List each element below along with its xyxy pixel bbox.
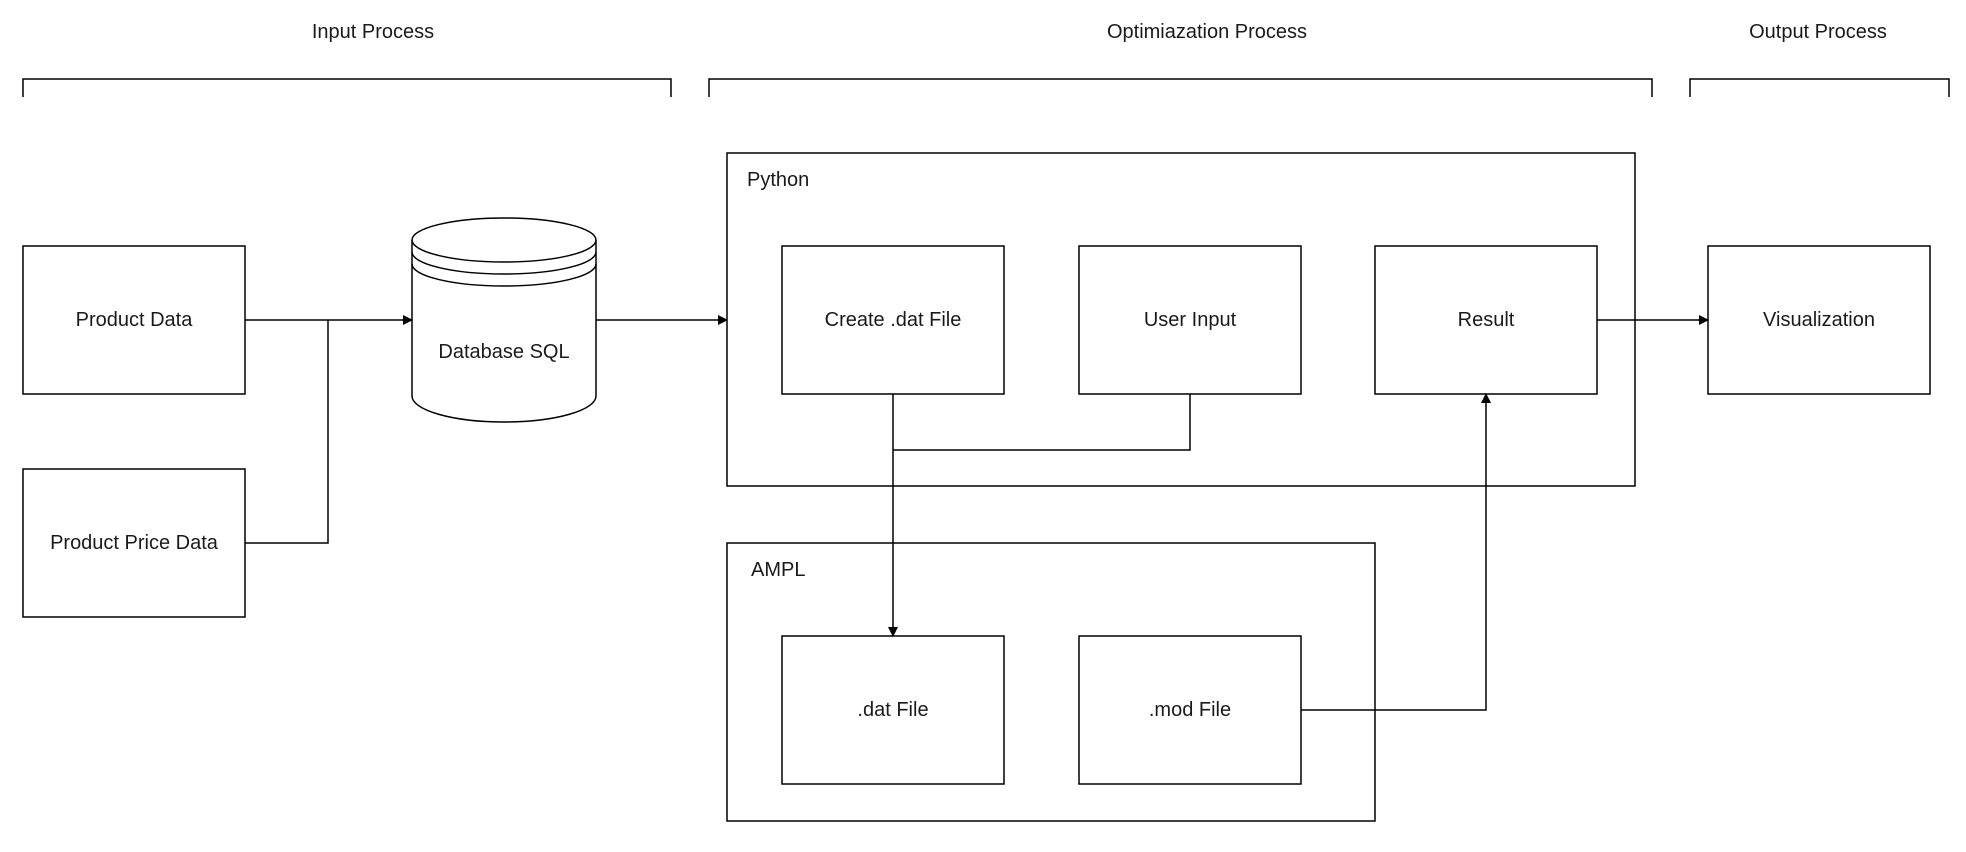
product-data-label: Product Data [76, 309, 194, 331]
connector-user-input-join [893, 394, 1191, 451]
ampl-container-label: AMPL [751, 559, 805, 581]
mod-file-box [1078, 635, 1302, 785]
dat-file-box [781, 635, 1005, 785]
section-label-output: Output Process [1749, 21, 1887, 43]
visualization-box [1707, 245, 1931, 395]
result-label: Result [1458, 309, 1515, 331]
python-container-label: Python [747, 169, 809, 191]
database-label: Database SQL [438, 341, 569, 363]
section-label-optimization: Optimiazation Process [1107, 21, 1307, 43]
mod-file-label: .mod File [1149, 699, 1231, 721]
visualization-label: Visualization [1763, 309, 1875, 331]
connector-mod-file-to-result [1301, 393, 1491, 711]
create-dat-file-box [781, 245, 1005, 395]
database-cylinder [411, 217, 597, 423]
section-label-input: Input Process [312, 21, 434, 43]
section-bracket-input [22, 78, 672, 97]
product-price-data-label: Product Price Data [50, 532, 219, 554]
user-input-box [1078, 245, 1302, 395]
product-price-data-box [22, 468, 246, 618]
product-data-box [22, 245, 246, 395]
result-box [1374, 245, 1598, 395]
create-dat-file-label: Create .dat File [825, 309, 962, 331]
connector-product-price-data-join [245, 320, 329, 544]
section-bracket-optimization [708, 78, 1653, 97]
section-bracket-output [1689, 78, 1950, 97]
user-input-label: User Input [1144, 309, 1237, 331]
ampl-container [726, 542, 1376, 822]
dat-file-label: .dat File [857, 699, 928, 721]
